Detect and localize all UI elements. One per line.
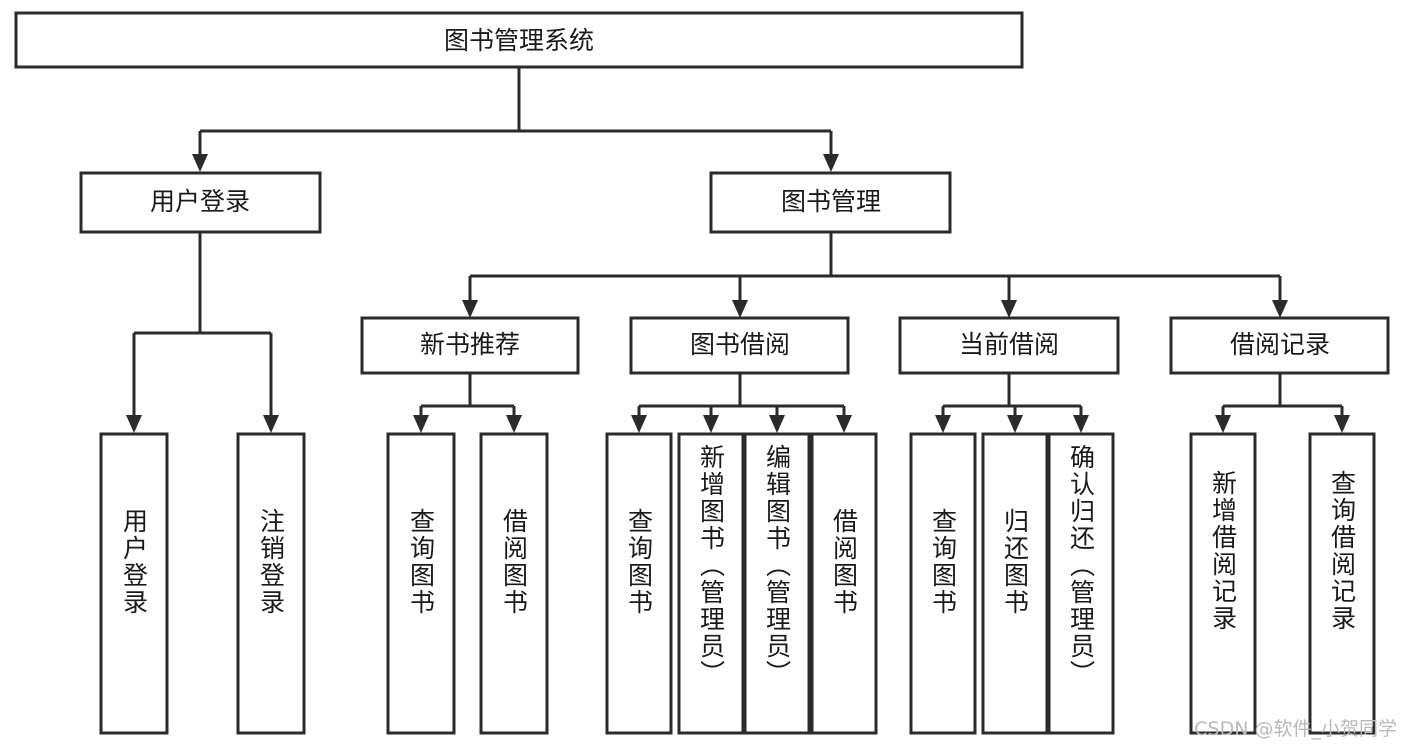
arrow-leaf-query-book-1	[413, 415, 429, 433]
node-leaf-query-book-3-label: 查询图书	[928, 508, 958, 616]
arrow-leaf-edit-book-admin	[769, 415, 785, 433]
arrow-leaf-query-book-3	[935, 415, 951, 433]
node-book-borrow-label: 图书借阅	[690, 330, 790, 359]
arrow-to-book-borrow	[732, 300, 748, 318]
arrow-leaf-return-book	[1007, 415, 1023, 433]
arrow-leaf-borrow-book-2	[836, 415, 852, 433]
node-leaf-return-book[interactable]	[981, 432, 1049, 735]
node-leaf-borrow-book-2-label: 借阅图书	[829, 508, 859, 616]
node-root-label: 图书管理系统	[444, 26, 594, 55]
node-leaf-borrow-book-1-label: 借阅图书	[499, 508, 529, 616]
arrow-leaf-add-book-admin	[703, 415, 719, 433]
node-leaf-add-borrow-record-label: 新增借阅记录	[1208, 470, 1238, 632]
arrow-to-book-manage	[823, 154, 839, 172]
node-current-borrow-label: 当前借阅	[959, 330, 1059, 359]
node-root[interactable]	[14, 11, 1024, 69]
node-leaf-confirm-return-admin[interactable]	[1047, 432, 1115, 735]
arrow-leaf-user-login	[126, 415, 142, 433]
arrow-to-current-borrow	[1001, 300, 1017, 318]
node-new-book-recommend-label: 新书推荐	[420, 330, 520, 359]
node-leaf-query-book-3[interactable]	[909, 432, 977, 735]
node-leaf-add-book-admin[interactable]	[677, 432, 745, 735]
arrow-leaf-logout-login	[263, 415, 279, 433]
node-leaf-query-borrow-record[interactable]	[1308, 432, 1376, 735]
node-leaf-query-book-2[interactable]	[605, 432, 673, 735]
node-leaf-add-book-admin-label: 新增图书（管理员）	[696, 444, 726, 687]
node-borrow-record-label: 借阅记录	[1230, 330, 1330, 359]
node-book-manage-label: 图书管理	[781, 187, 881, 216]
node-book-manage[interactable]	[709, 171, 952, 234]
connector-layer	[126, 67, 1350, 433]
node-user-login[interactable]	[79, 171, 322, 234]
watermark-text: CSDN @软件_小贺同学	[1194, 718, 1397, 740]
node-leaf-query-book-1[interactable]	[386, 432, 456, 735]
arrow-leaf-borrow-book-1	[506, 415, 522, 433]
node-leaf-borrow-book-1[interactable]	[479, 432, 549, 735]
node-new-book-recommend[interactable]	[360, 316, 580, 375]
node-leaf-confirm-return-admin-label: 确认归还（管理员）	[1066, 444, 1096, 687]
arrow-leaf-add-borrow-record	[1215, 415, 1231, 433]
node-leaf-query-book-1-label: 查询图书	[406, 508, 436, 616]
node-leaf-logout-login[interactable]	[236, 432, 306, 735]
arrow-to-borrow-record	[1272, 300, 1288, 318]
arrow-to-new-book-recommend	[462, 300, 478, 318]
node-leaf-edit-book-admin-label: 编辑图书（管理员）	[762, 444, 792, 687]
node-leaf-query-book-2-label: 查询图书	[624, 508, 654, 616]
node-leaf-user-login-label: 用户登录	[119, 508, 149, 616]
node-leaf-add-borrow-record[interactable]	[1189, 432, 1257, 735]
arrow-leaf-query-book-2	[631, 415, 647, 433]
node-leaf-logout-login-label: 注销登录	[256, 508, 286, 616]
arrow-to-user-login	[192, 154, 208, 172]
node-leaf-user-login[interactable]	[99, 432, 169, 735]
node-book-borrow[interactable]	[629, 316, 850, 375]
node-leaf-edit-book-admin[interactable]	[743, 432, 811, 735]
node-leaf-borrow-book-2[interactable]	[810, 432, 878, 735]
node-current-borrow[interactable]	[898, 316, 1120, 375]
arrow-leaf-confirm-return-admin	[1073, 415, 1089, 433]
arrow-leaf-query-borrow-record	[1334, 415, 1350, 433]
node-borrow-record[interactable]	[1169, 316, 1390, 375]
node-user-login-label: 用户登录	[150, 187, 250, 216]
node-leaf-return-book-label: 归还图书	[1000, 508, 1030, 616]
node-layer: 图书管理系统 用户登录 图书管理 新书推荐 图书借阅 当前借阅 借阅记录	[14, 11, 1390, 735]
node-leaf-query-borrow-record-label: 查询借阅记录	[1327, 470, 1357, 632]
